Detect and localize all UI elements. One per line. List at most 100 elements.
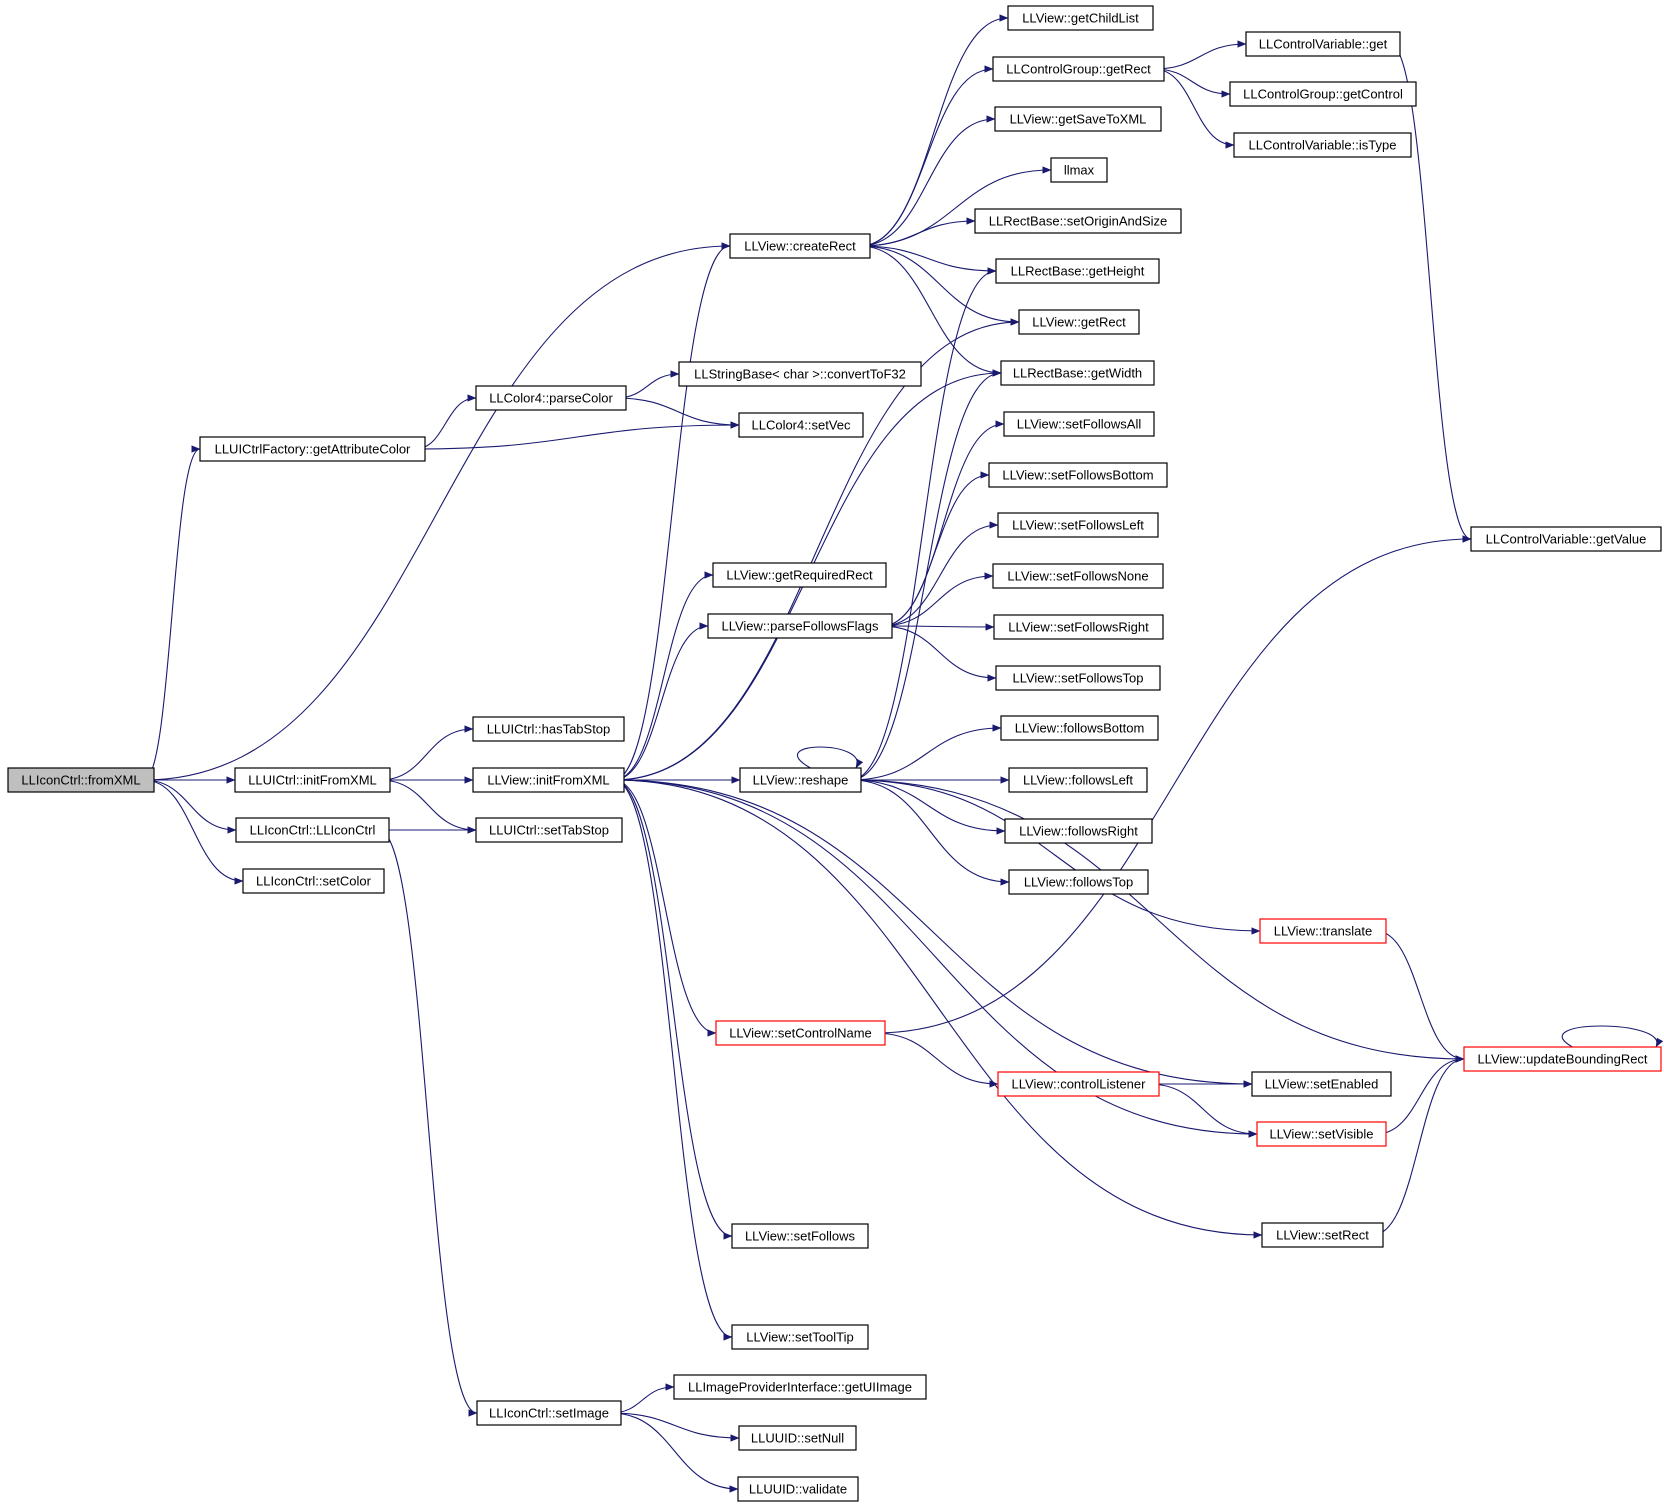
node-label: LLView::translate	[1274, 924, 1373, 939]
node-translate[interactable]: LLView::translate	[1259, 918, 1387, 944]
node-settabstop[interactable]: LLUICtrl::setTabStop	[475, 817, 623, 843]
edge-viewinitfromxml-to-setrect	[613, 779, 1263, 1239]
node-label: LLView::setFollows	[745, 1229, 856, 1244]
edge-viewinitfromxml-to-createrect	[613, 242, 731, 781]
edge-reshape-to-getwidth	[850, 369, 1002, 781]
node-getuiimage[interactable]: LLImageProviderInterface::getUIImage	[673, 1374, 927, 1400]
node-label: LLUICtrl::setTabStop	[489, 823, 609, 838]
node-box	[997, 1071, 1160, 1097]
node-setfollowstop[interactable]: LLView::setFollowsTop	[995, 665, 1161, 691]
node-label: LLRectBase::setOriginAndSize	[989, 214, 1167, 229]
node-getvalue[interactable]: LLControlVariable::getValue	[1470, 526, 1662, 552]
node-label: LLControlVariable::get	[1259, 37, 1388, 52]
node-uiinitfromxml[interactable]: LLUICtrl::initFromXML	[234, 767, 391, 793]
node-createrect[interactable]: LLView::createRect	[729, 233, 871, 259]
node-setfollows[interactable]: LLView::setFollows	[731, 1223, 869, 1249]
node-label: LLView::setFollowsTop	[1012, 671, 1143, 686]
edge-viewinitfromxml-to-getrequiredrect	[613, 571, 714, 781]
node-converttof32[interactable]: LLStringBase< char >::convertToF32	[678, 361, 922, 387]
node-parsefollowsflags[interactable]: LLView::parseFollowsFlags	[707, 613, 893, 639]
node-controllistener[interactable]: LLView::controlListener	[997, 1071, 1160, 1097]
node-getwidth[interactable]: LLRectBase::getWidth	[1000, 360, 1155, 386]
node-followstop[interactable]: LLView::followsTop	[1008, 869, 1149, 895]
node-label: LLView::initFromXML	[487, 773, 609, 788]
node-setfollowsleft[interactable]: LLView::setFollowsLeft	[997, 512, 1159, 538]
node-box	[678, 361, 922, 387]
node-cggetrect[interactable]: LLControlGroup::getRect	[992, 56, 1165, 82]
node-box	[1470, 526, 1662, 552]
edge-setcontrolname-to-getvalue	[874, 535, 1472, 1034]
node-setnull[interactable]: LLUUID::setNull	[738, 1425, 857, 1451]
node-fromxml[interactable]: LLIconCtrl::fromXML	[7, 767, 155, 793]
edge-cggetrect-to-cvget	[1153, 40, 1247, 70]
node-viewgetrect[interactable]: LLView::getRect	[1018, 309, 1140, 335]
node-settooltip[interactable]: LLView::setToolTip	[731, 1324, 869, 1350]
node-reshape[interactable]: LLView::reshape	[739, 767, 862, 793]
node-box	[1018, 309, 1140, 335]
node-box	[1007, 5, 1154, 31]
node-setenabled[interactable]: LLView::setEnabled	[1251, 1071, 1392, 1097]
node-parsecolor[interactable]: LLColor4::parseColor	[475, 385, 627, 411]
node-setfollowsbottom[interactable]: LLView::setFollowsBottom	[988, 462, 1168, 488]
node-setfollowsall[interactable]: LLView::setFollowsAll	[1003, 411, 1155, 437]
node-getattributecolor[interactable]: LLUICtrlFactory::getAttributeColor	[199, 436, 426, 462]
node-box	[1261, 1222, 1384, 1248]
node-setfollowsnone[interactable]: LLView::setFollowsNone	[992, 563, 1164, 589]
node-getrequiredrect[interactable]: LLView::getRequiredRect	[712, 562, 887, 588]
node-box	[475, 385, 627, 411]
node-followsbottom[interactable]: LLView::followsBottom	[1000, 715, 1159, 741]
node-getsavetoxml[interactable]: LLView::getSaveToXML	[994, 106, 1162, 132]
node-box	[737, 1476, 859, 1502]
node-cvget[interactable]: LLControlVariable::get	[1245, 31, 1401, 57]
node-box	[712, 562, 887, 588]
edge-reshape-to-followstop	[850, 779, 1010, 886]
node-getchildlist[interactable]: LLView::getChildList	[1007, 5, 1154, 31]
node-setrect[interactable]: LLView::setRect	[1261, 1222, 1384, 1248]
node-label: LLView::setToolTip	[746, 1330, 853, 1345]
node-cvistype[interactable]: LLControlVariable::isType	[1233, 132, 1412, 158]
node-box	[731, 1223, 869, 1249]
node-box	[995, 665, 1161, 691]
node-label: LLUUID::validate	[749, 1482, 847, 1497]
node-setvec[interactable]: LLColor4::setVec	[738, 412, 864, 438]
edge-setimage-to-setnull	[610, 1412, 740, 1442]
node-setcolor[interactable]: LLIconCtrl::setColor	[242, 868, 385, 894]
node-label: LLView::getRequiredRect	[726, 568, 873, 583]
node-setimage[interactable]: LLIconCtrl::setImage	[476, 1400, 622, 1426]
edge-parsefollowsflags-to-setfollowsleft	[881, 521, 999, 627]
node-box	[1229, 81, 1417, 107]
node-label: LLIconCtrl::setColor	[256, 874, 372, 889]
node-label: LLRectBase::getWidth	[1013, 366, 1142, 381]
node-setfollowsright[interactable]: LLView::setFollowsRight	[993, 614, 1164, 640]
node-label: LLControlVariable::isType	[1249, 138, 1397, 153]
node-hastabstop[interactable]: LLUICtrl::hasTabStop	[472, 716, 625, 742]
node-box	[994, 106, 1162, 132]
node-label: LLView::followsRight	[1019, 824, 1138, 839]
node-followsleft[interactable]: LLView::followsLeft	[1008, 767, 1148, 793]
node-llmax[interactable]: llmax	[1050, 157, 1108, 183]
node-setoriginandsize[interactable]: LLRectBase::setOriginAndSize	[974, 208, 1182, 234]
node-viewinitfromxml[interactable]: LLView::initFromXML	[472, 767, 625, 793]
edge-viewinitfromxml-to-setenabled	[613, 779, 1253, 1088]
node-updateboundingrect[interactable]: LLView::updateBoundingRect	[1463, 1046, 1662, 1072]
node-validate[interactable]: LLUUID::validate	[737, 1476, 859, 1502]
node-label: LLView::followsTop	[1024, 875, 1133, 890]
node-label: LLUICtrl::initFromXML	[248, 773, 377, 788]
node-box	[1259, 918, 1387, 944]
node-box	[738, 1425, 857, 1451]
node-label: LLImageProviderInterface::getUIImage	[688, 1380, 912, 1395]
edge-updateboundingrect-to-updateboundingrect	[1561, 1025, 1664, 1048]
node-layer: LLIconCtrl::fromXML LLUICtrlFactory::getA…	[7, 5, 1662, 1502]
node-label: LLView::setFollowsBottom	[1002, 468, 1153, 483]
node-followsright[interactable]: LLView::followsRight	[1004, 818, 1153, 844]
node-setcontrolname[interactable]: LLView::setControlName	[715, 1020, 886, 1046]
node-box	[673, 1374, 927, 1400]
node-getheight[interactable]: LLRectBase::getHeight	[995, 258, 1160, 284]
node-label: LLView::setEnabled	[1265, 1077, 1379, 1092]
node-cggetcontrol[interactable]: LLControlGroup::getControl	[1229, 81, 1417, 107]
node-iconctor[interactable]: LLIconCtrl::LLIconCtrl	[235, 817, 390, 843]
node-setvisible[interactable]: LLView::setVisible	[1256, 1121, 1387, 1147]
node-box	[729, 233, 871, 259]
node-label: LLView::setFollowsRight	[1008, 620, 1149, 635]
